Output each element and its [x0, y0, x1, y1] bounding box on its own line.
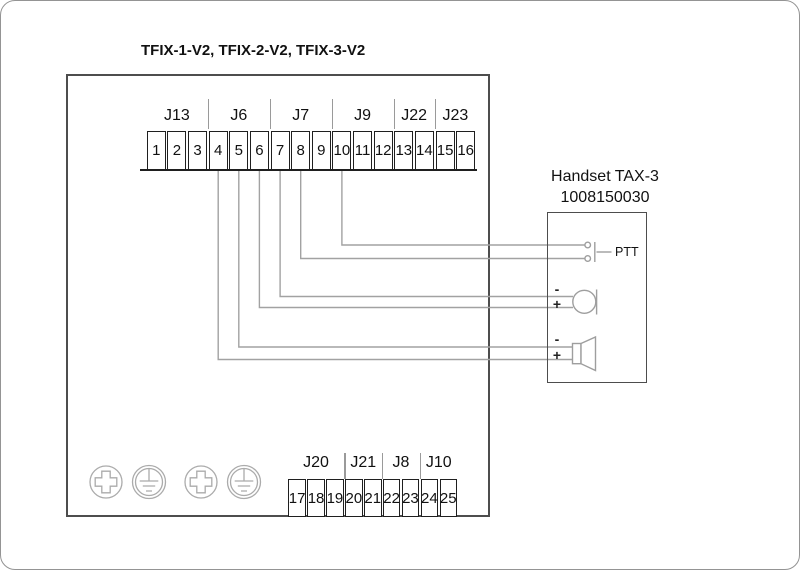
connector-label-j13: J13: [163, 107, 190, 124]
terminal-22: 22: [382, 479, 401, 517]
terminal-24: 24: [420, 479, 439, 517]
terminal-6: 6: [249, 131, 269, 171]
group-separator: [420, 453, 422, 479]
terminal-5: 5: [229, 131, 249, 171]
handset-part-number: 1008150030: [560, 189, 650, 206]
connector-label-j22: J22: [401, 107, 427, 124]
mic-plus-label: +: [552, 295, 562, 312]
handset-name: Handset TAX-3: [551, 168, 659, 185]
ptt-label: PTT: [615, 245, 639, 259]
speaker-plus-label: +: [552, 346, 562, 363]
connector-label-j8: J8: [392, 454, 410, 471]
connector-label-j10: J10: [425, 454, 452, 471]
terminal-19: 19: [326, 479, 344, 517]
group-separator: [393, 99, 395, 129]
connector-label-j6: J6: [230, 107, 248, 124]
terminal-13: 13: [394, 131, 414, 171]
speaker-minus-label: -: [554, 331, 560, 347]
terminal-3: 3: [188, 131, 208, 171]
terminal-21: 21: [364, 479, 382, 517]
mic-minus-label: -: [554, 281, 560, 297]
group-separator: [269, 99, 272, 129]
terminal-16: 16: [456, 131, 476, 171]
terminal-11: 11: [353, 131, 373, 171]
terminal-23: 23: [401, 479, 420, 517]
terminal-1: 1: [146, 131, 166, 171]
handset-outline: [547, 212, 647, 383]
terminal-4: 4: [208, 131, 228, 171]
group-separator: [331, 99, 333, 129]
terminal-10: 10: [332, 131, 352, 171]
terminal-17: 17: [288, 479, 306, 517]
terminal-9: 9: [311, 131, 331, 171]
group-separator: [207, 99, 210, 129]
terminal-20: 20: [345, 479, 363, 517]
terminal-14: 14: [414, 131, 434, 171]
diagram-title: TFIX-1-V2, TFIX-2-V2, TFIX-3-V2: [141, 42, 366, 59]
connector-label-j21: J21: [350, 454, 377, 471]
terminal-12: 12: [373, 131, 393, 171]
group-separator: [434, 99, 437, 129]
connector-label-j7: J7: [292, 107, 310, 124]
connector-label-j9: J9: [354, 107, 372, 124]
terminal-25: 25: [439, 479, 457, 517]
connector-label-j23: J23: [442, 107, 469, 124]
terminal-7: 7: [270, 131, 290, 171]
terminal-18: 18: [307, 479, 325, 517]
group-separator: [382, 453, 384, 479]
group-separator: [344, 453, 346, 479]
terminal-15: 15: [435, 131, 455, 171]
terminal-2: 2: [167, 131, 187, 171]
connector-label-j20: J20: [303, 454, 329, 471]
terminal-strip-baseline: [140, 169, 477, 171]
terminal-8: 8: [291, 131, 311, 171]
